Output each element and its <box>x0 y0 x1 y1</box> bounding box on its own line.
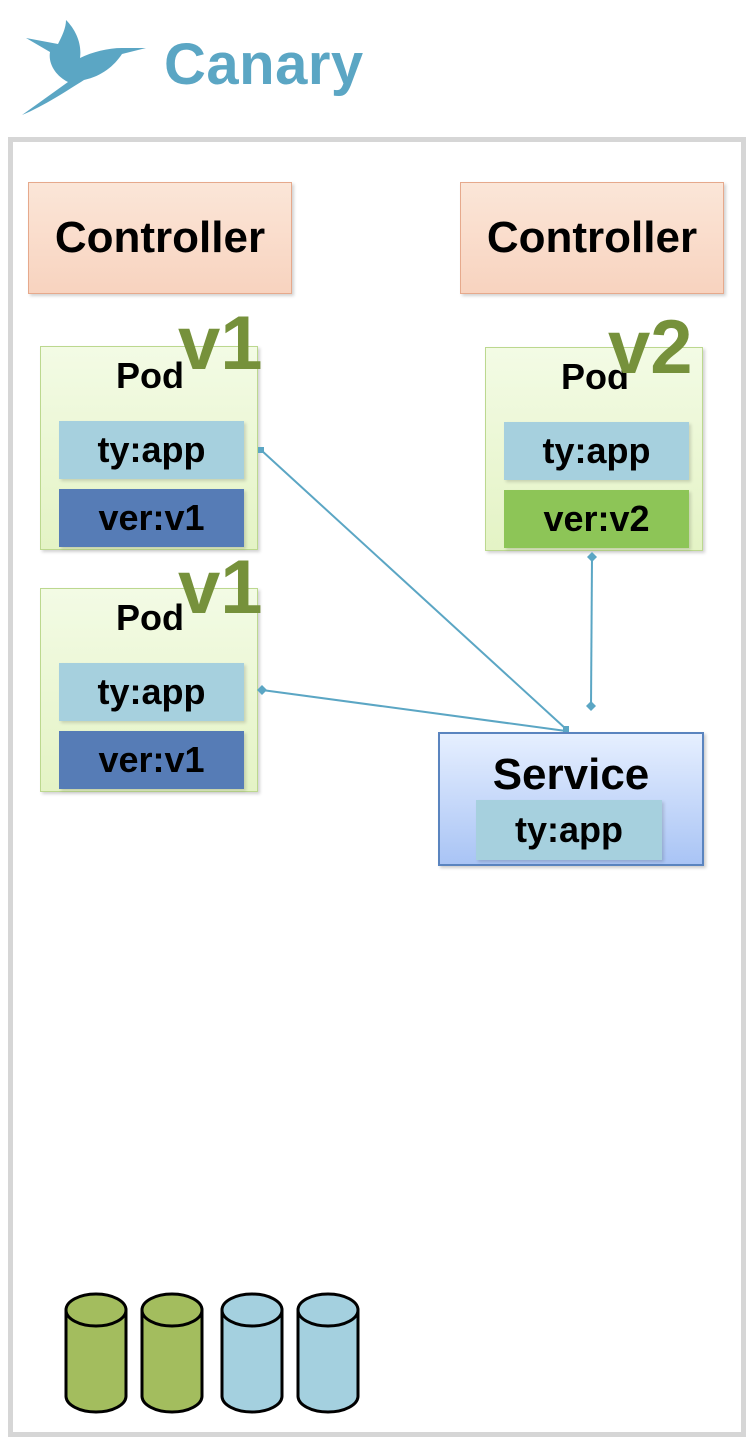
database-cylinder-icon <box>64 1292 128 1414</box>
pod-label-version: ver:v1 <box>59 489 244 547</box>
pod-label-type: ty:app <box>59 663 244 721</box>
service-selector: ty:app <box>476 800 662 860</box>
pod-label: Pod <box>561 356 629 397</box>
version-tag: v2 <box>608 305 693 390</box>
pod-label-type: ty:app <box>504 422 689 480</box>
service-box: Service ty:app <box>438 732 704 866</box>
pod-1: Pod ty:app ver:v1 <box>40 346 258 550</box>
pod-2: Pod ty:app ver:v1 <box>40 588 258 792</box>
pod-label: Pod <box>116 355 184 396</box>
version-tag: v1 <box>178 301 263 386</box>
pod-label-version: ver:v2 <box>504 490 689 548</box>
pod-label-type: ty:app <box>59 421 244 479</box>
database-cylinder-icon <box>140 1292 204 1414</box>
controller-v1: Controller <box>28 182 292 294</box>
controller-v2: Controller <box>460 182 724 294</box>
pod-label-version: ver:v1 <box>59 731 244 789</box>
pod-label: Pod <box>116 597 184 638</box>
storage-group <box>64 1292 360 1414</box>
service-title: Service <box>492 750 650 799</box>
database-cylinder-icon <box>220 1292 284 1414</box>
page-title: Canary <box>164 32 364 97</box>
hummingbird-icon <box>22 20 146 115</box>
version-tag: v1 <box>178 545 263 630</box>
database-cylinder-icon <box>296 1292 360 1414</box>
